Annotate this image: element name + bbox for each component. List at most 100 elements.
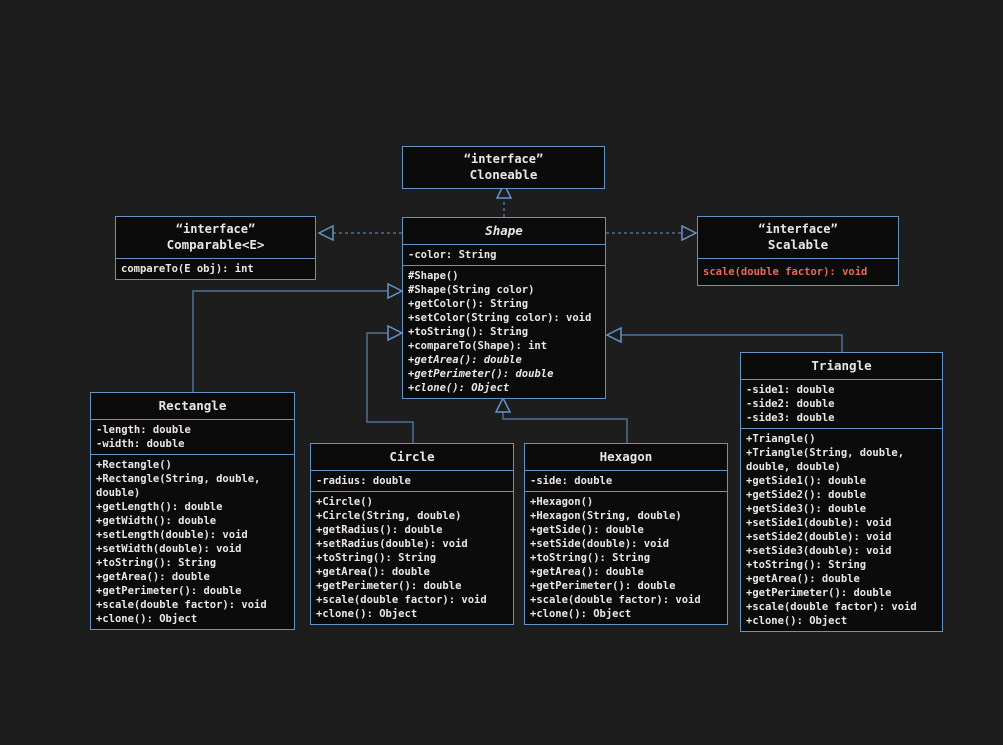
member-line: -width: double <box>96 438 185 450</box>
hollow-triangle-arrow-circle <box>387 324 404 342</box>
member-line: +compareTo(Shape): int <box>408 340 548 352</box>
methods-compartment: +Circle() +Circle(String, double) +getRadi… <box>311 491 513 624</box>
methods-compartment: scale(double factor): void <box>698 258 898 285</box>
attributes-compartment: -side1: double -side2: double -side3: doub… <box>741 379 942 428</box>
member-line: +getLength(): double <box>96 501 223 513</box>
member-line: -side: double <box>530 475 613 487</box>
member-line: -radius: double <box>316 475 411 487</box>
class-box-rectangle: Rectangle -length: double-width: double … <box>90 392 295 630</box>
class-header: Circle <box>311 444 513 470</box>
member-line: -side1: double <box>746 384 835 396</box>
member-line: scale(double factor): void <box>703 266 868 278</box>
hollow-triangle-arrow-scalable <box>681 224 698 242</box>
class-box-hexagon: Hexagon -side: double +Hexagon()+Hexagon… <box>524 443 728 625</box>
member-line: +getRadius(): double <box>316 524 443 536</box>
member-line: +Hexagon(String, double) <box>530 510 682 522</box>
member-line: #Shape() <box>408 270 459 282</box>
member-line: +Circle() <box>316 496 373 508</box>
class-header: Triangle <box>741 353 942 379</box>
member-line: +clone(): Object <box>530 608 632 620</box>
class-box-scalable: “interface” Scalable scale(double factor… <box>697 216 899 286</box>
member-line: +getArea(): double <box>530 566 644 578</box>
hollow-triangle-arrow-rectangle <box>387 282 404 300</box>
methods-compartment: +Rectangle()+Rectangle(String, double, d… <box>91 454 294 629</box>
member-line: +scale(double factor): void <box>746 601 917 613</box>
member-line: +clone(): Object <box>408 382 510 394</box>
member-line: #Shape(String color) <box>408 284 535 296</box>
member-line: +getPerimeter(): double <box>530 580 676 592</box>
attributes-compartment: -side: double <box>525 470 727 491</box>
hollow-triangle-arrow-comparable <box>317 224 334 242</box>
generalization-rectangle-line <box>192 290 388 392</box>
stereotype-label: “interface” <box>758 222 838 236</box>
member-line: +scale(double factor): void <box>316 594 487 606</box>
member-line: -color: String <box>408 249 497 261</box>
member-line: +getSide2(): double <box>746 489 867 501</box>
methods-compartment: #Shape() #Shape(String color) +getColor():… <box>403 265 605 398</box>
member-line: +clone(): Object <box>746 615 848 627</box>
class-box-shape: Shape -color: String #Shape() #Shape(Stri… <box>402 217 606 399</box>
member-line: -length: double <box>96 424 191 436</box>
class-box-triangle: Triangle -side1: double-side2: double-si… <box>740 352 943 632</box>
methods-compartment: +Triangle() +Triangle(String, double, dou… <box>741 428 942 631</box>
class-name: Cloneable <box>469 167 538 182</box>
class-header: Rectangle <box>91 393 294 419</box>
member-line: compareTo(E obj): int <box>121 263 254 275</box>
generalization-hexagon-line <box>502 412 628 443</box>
member-line: -side3: double <box>746 412 835 424</box>
class-name: Shape <box>485 223 523 238</box>
member-line: +setLength(double): void <box>96 529 248 541</box>
class-header: Shape <box>403 218 605 244</box>
attributes-compartment: -radius: double <box>311 470 513 491</box>
class-box-circle: Circle -radius: double +Circle()+Circle(… <box>310 443 514 625</box>
stereotype-label: “interface” <box>463 152 544 166</box>
stereotype-label: “interface” <box>175 222 256 236</box>
member-line: +getColor(): String <box>408 298 529 310</box>
member-line: +Circle(String, double) <box>316 510 462 522</box>
member-line: +getSide1(): double <box>746 475 867 487</box>
hollow-triangle-arrow-cloneable <box>495 182 513 199</box>
member-line: +Hexagon() <box>530 496 594 508</box>
member-line: +toString(): String <box>746 559 867 571</box>
attributes-compartment: -color: String <box>403 244 605 265</box>
member-line: +scale(double factor): void <box>530 594 701 606</box>
class-name: Triangle <box>811 358 872 373</box>
class-name: Comparable<E> <box>166 237 265 252</box>
member-line: +setSide2(double): void <box>746 531 892 543</box>
generalization-circle-line <box>366 332 414 443</box>
class-box-cloneable: “interface” Cloneable <box>402 146 605 189</box>
member-line: +getPerimeter(): double <box>96 585 242 597</box>
member-line: +setSide1(double): void <box>746 517 892 529</box>
member-line: +scale(double factor): void <box>96 599 267 611</box>
attributes-compartment: -length: double -width: double <box>91 419 294 454</box>
methods-compartment: compareTo(E obj): int <box>116 258 315 279</box>
member-line: +getWidth(): double <box>96 515 217 527</box>
generalization-triangle-line <box>621 334 843 352</box>
member-line: +getArea(): double <box>746 573 860 585</box>
member-line: +setSide(double): void <box>530 538 670 550</box>
member-line: +toString(): String <box>408 326 529 338</box>
member-line: +clone(): Object <box>96 613 198 625</box>
hollow-triangle-arrow-triangle <box>605 326 622 344</box>
class-box-comparable: “interface” Comparable<E> compareTo(E ob… <box>115 216 316 280</box>
member-line: +getArea(): double <box>408 354 522 366</box>
class-header: Hexagon <box>525 444 727 470</box>
member-line: +getPerimeter(): double <box>408 368 554 380</box>
member-line: +setColor(String color): void <box>408 312 592 324</box>
class-name: Circle <box>389 449 435 464</box>
member-line: +setSide3(double): void <box>746 545 892 557</box>
member-line: +setRadius(double): void <box>316 538 468 550</box>
member-line: +getPerimeter(): double <box>316 580 462 592</box>
member-line: +getSide3(): double <box>746 503 867 515</box>
member-line: +toString(): String <box>316 552 437 564</box>
member-line: +getArea(): double <box>316 566 430 578</box>
class-name: Rectangle <box>158 398 227 413</box>
class-header: “interface” Cloneable <box>403 147 604 188</box>
hollow-triangle-arrow-hexagon <box>494 396 512 413</box>
member-line: +getSide(): double <box>530 524 644 536</box>
methods-compartment: +Hexagon() +Hexagon(String, double) +getSi… <box>525 491 727 624</box>
member-line: -side2: double <box>746 398 835 410</box>
member-line: +Triangle(String, double, double, double… <box>746 447 905 473</box>
member-line: +Triangle() <box>746 433 816 445</box>
